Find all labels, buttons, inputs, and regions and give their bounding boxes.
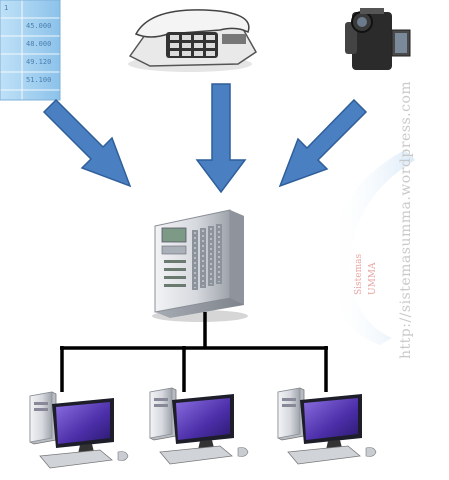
watermark-brand-line1: Sistemas	[354, 253, 364, 295]
workstation-icon	[277, 387, 377, 465]
arrow-from-camera	[278, 98, 368, 188]
decorative-arc	[330, 150, 415, 345]
workstation-icon	[29, 391, 129, 469]
spreadsheet-cell: 51.100	[26, 76, 52, 84]
spreadsheet-cell: 45.000	[26, 22, 52, 30]
server-tower-icon	[152, 209, 248, 322]
arrow-from-telephone	[195, 83, 247, 194]
spreadsheet-cell: 48.000	[26, 40, 52, 48]
watermark-url: http://sistemasumma.wordpress.com	[398, 80, 414, 360]
watermark-brand: Sistemas UMMA	[352, 195, 382, 295]
watermark-brand-line2: UMMA	[368, 262, 378, 295]
spreadsheet-cell: 49.120	[26, 58, 52, 66]
telephone-icon	[128, 9, 257, 72]
arrow-from-spreadsheet	[42, 98, 132, 188]
spreadsheet-cell: 1	[4, 4, 9, 12]
workstation-icon	[149, 387, 249, 465]
spreadsheet-icon	[0, 0, 61, 101]
video-camera-icon	[345, 8, 411, 70]
network-connector	[60, 312, 328, 392]
